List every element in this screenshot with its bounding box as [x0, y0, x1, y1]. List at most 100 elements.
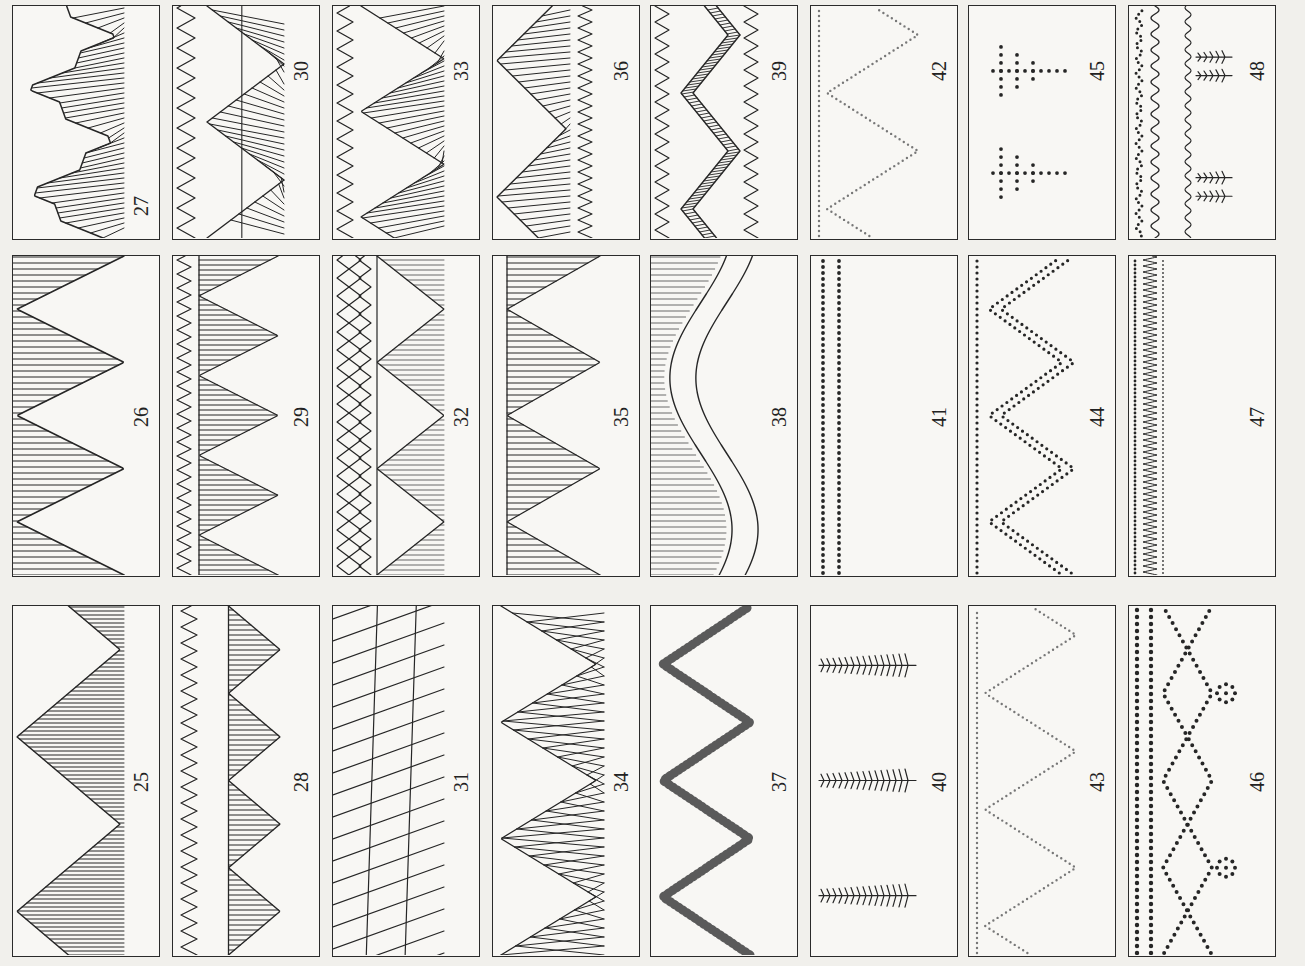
dot	[1015, 61, 1019, 65]
tree-motif	[819, 769, 916, 792]
pattern-line	[663, 606, 750, 955]
pattern-group	[1136, 6, 1232, 238]
dot	[1218, 698, 1222, 702]
pattern-panel: 40	[810, 605, 958, 957]
dot	[1031, 77, 1035, 81]
pattern-panel: 30	[172, 5, 320, 240]
panel-number: 46	[1247, 772, 1267, 792]
dot	[1015, 69, 1019, 73]
panel-number: 25	[131, 772, 151, 792]
dot	[1007, 69, 1011, 73]
dotted-line	[818, 8, 820, 236]
dotted-line	[821, 258, 825, 573]
pattern-line	[693, 6, 740, 238]
pattern-line	[349, 256, 361, 575]
pattern-group	[991, 45, 1067, 199]
dot	[991, 171, 995, 175]
pattern-line	[241, 6, 242, 238]
panel-number: 43	[1087, 772, 1107, 792]
hatching	[502, 613, 604, 955]
pattern-group	[31, 6, 124, 238]
pattern-panel: 46	[1128, 605, 1276, 957]
dot	[999, 195, 1003, 199]
dot	[999, 147, 1003, 151]
dot	[1031, 69, 1035, 73]
dotted-line	[976, 608, 978, 953]
dot	[999, 69, 1003, 73]
dot	[1215, 691, 1219, 695]
pattern-line	[681, 6, 728, 238]
dot	[1031, 61, 1035, 65]
dotted-line	[1001, 258, 1073, 573]
pattern-panel: 34	[492, 605, 640, 957]
pattern-group	[1135, 256, 1163, 575]
dot	[1230, 698, 1234, 702]
dotted-line	[1136, 8, 1142, 236]
panel-number: 26	[131, 407, 151, 427]
pattern-panel: 45	[968, 5, 1116, 240]
pattern-line	[229, 606, 280, 955]
dot	[1233, 866, 1237, 870]
panel-number: 28	[291, 772, 311, 792]
dot	[1224, 866, 1228, 870]
pattern-group	[17, 606, 124, 955]
pattern-panel: 25	[12, 605, 160, 957]
dotted-line	[1135, 608, 1139, 953]
dot	[999, 45, 1003, 49]
panel-number: 36	[611, 61, 631, 81]
dot	[999, 163, 1003, 167]
pattern-line	[17, 256, 124, 575]
tree-motif	[1196, 171, 1232, 184]
panel-number: 41	[929, 407, 949, 427]
pattern-line	[497, 6, 566, 238]
pattern-line	[177, 256, 191, 575]
dot	[1215, 866, 1219, 870]
dot	[1031, 69, 1035, 73]
pattern-illustration	[1129, 6, 1274, 238]
panel-number: 40	[929, 772, 949, 792]
dotted-line	[1163, 608, 1212, 953]
pattern-line	[337, 256, 349, 575]
pattern-panel: 39	[650, 5, 798, 240]
panel-number: 29	[291, 407, 311, 427]
dot	[1230, 685, 1234, 689]
panel-number: 30	[291, 61, 311, 81]
panel-number: 27	[131, 196, 151, 216]
pattern-group	[181, 606, 280, 955]
pattern-illustration	[493, 6, 638, 238]
dotted-line	[975, 258, 978, 573]
dot	[1055, 69, 1059, 73]
dot	[1224, 857, 1228, 861]
pattern-panel: 41	[810, 255, 958, 577]
dot	[1031, 171, 1035, 175]
pattern-line	[405, 606, 416, 955]
pattern-panel: 28	[172, 605, 320, 957]
pattern-line	[177, 6, 195, 238]
dot	[999, 77, 1003, 81]
pattern-line	[507, 256, 600, 575]
dot	[1015, 163, 1019, 167]
dot	[1224, 682, 1228, 686]
pattern-line	[199, 256, 278, 575]
pattern-panel: 33	[332, 5, 480, 240]
dot	[1230, 859, 1234, 863]
dot	[1015, 179, 1019, 183]
pattern-group	[977, 608, 1076, 953]
dot	[1055, 171, 1059, 175]
pattern-group	[337, 256, 444, 575]
pattern-group	[1137, 608, 1237, 953]
pattern-group	[501, 606, 604, 955]
pattern-group	[13, 256, 124, 575]
dot	[999, 187, 1003, 191]
panel-number: 32	[451, 407, 471, 427]
hatching	[17, 607, 124, 955]
pattern-line	[359, 256, 371, 575]
dot	[1015, 171, 1019, 175]
dot	[1233, 691, 1237, 695]
tree-motif	[1196, 69, 1232, 82]
hatching	[32, 8, 125, 238]
pattern-illustration	[651, 6, 796, 238]
hatching	[333, 606, 444, 955]
dotted-line	[985, 608, 1076, 953]
